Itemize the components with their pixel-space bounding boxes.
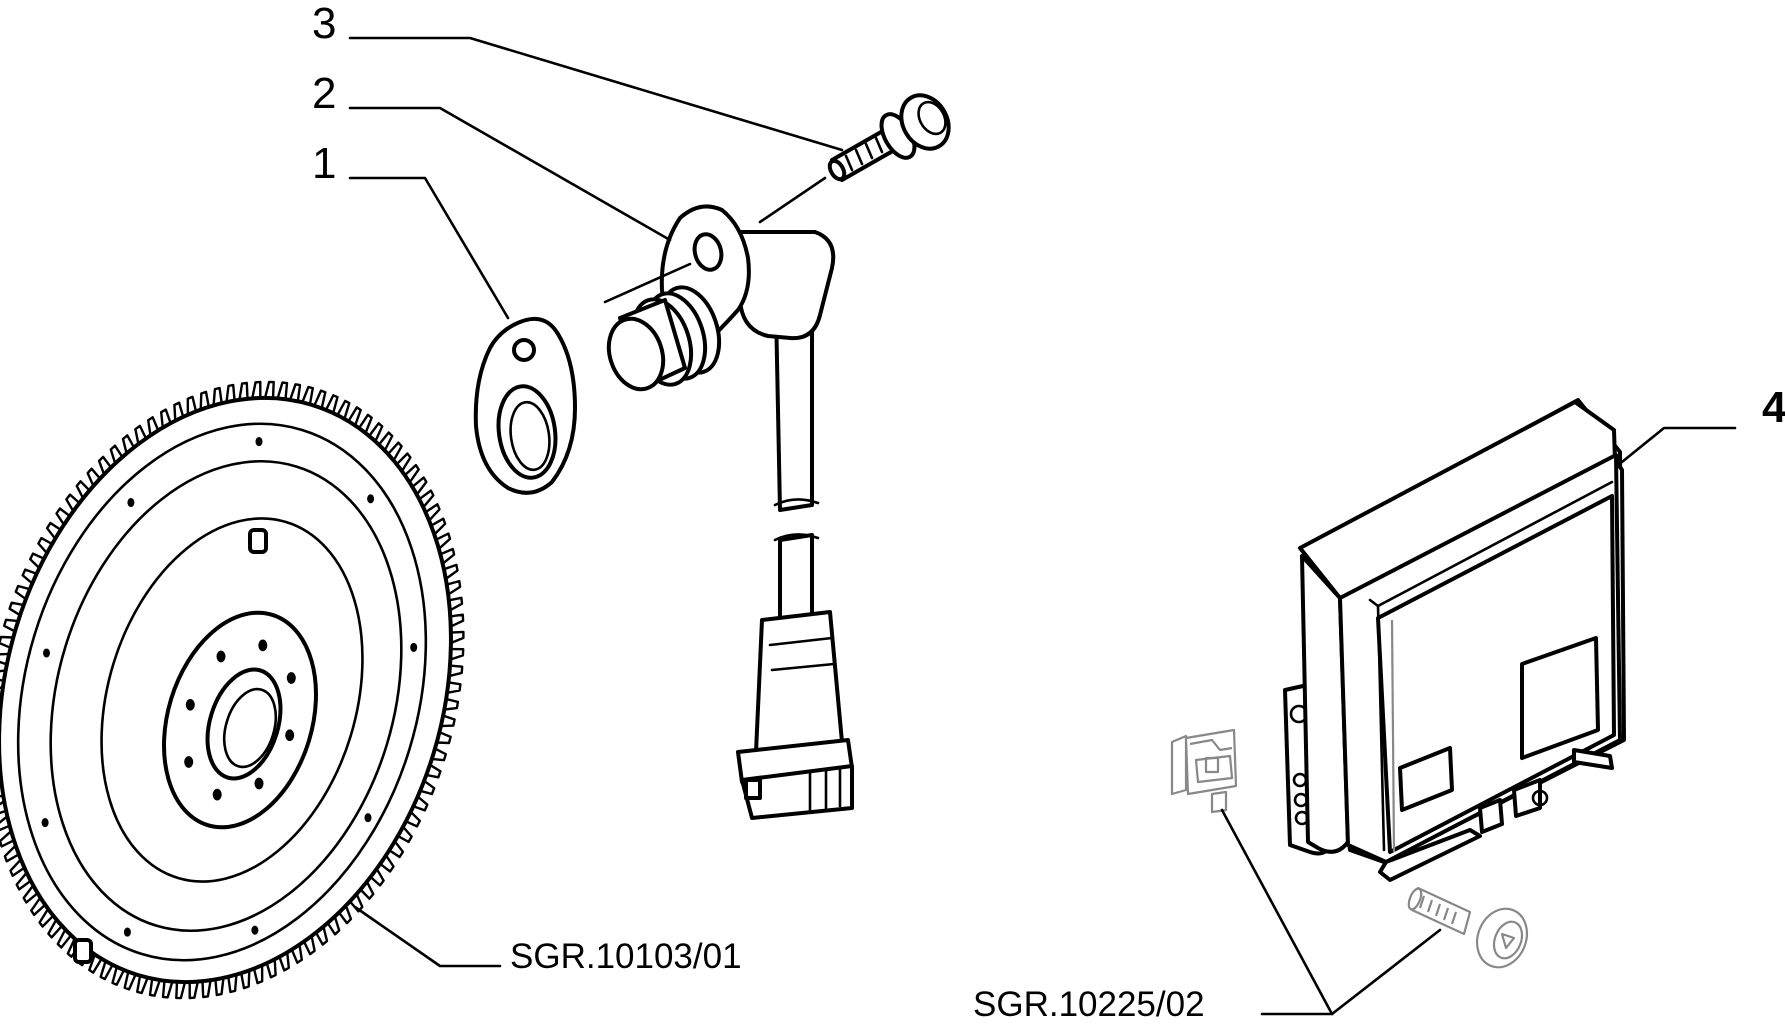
ecu-mounting-clip[interactable] — [1170, 728, 1238, 814]
flywheel-bolt-holes — [41, 437, 418, 937]
ecu-mounting-screw[interactable] — [1406, 886, 1535, 975]
flywheel-dowel-pin — [73, 938, 93, 964]
flywheel[interactable] — [0, 341, 521, 1035]
washer-leader-line — [348, 176, 510, 320]
reference-sgr-10103-01[interactable]: SGR.10103/01 — [510, 937, 742, 976]
screw-leader-line — [1330, 928, 1442, 1016]
sensor-axis-line — [603, 262, 692, 304]
spacer-washer[interactable] — [473, 317, 577, 495]
callout-4[interactable]: 4 — [1762, 383, 1785, 432]
flywheel-ring-gear — [0, 380, 465, 1000]
bolt-leader-line — [348, 36, 844, 152]
rpm-sensor[interactable] — [600, 204, 854, 820]
sensor-bolt[interactable] — [827, 87, 958, 182]
ecu-leader-line — [1620, 426, 1737, 464]
engine-control-unit[interactable] — [1283, 398, 1626, 882]
flywheel-leader-line — [353, 905, 502, 968]
callout-1[interactable]: 1 — [312, 139, 336, 188]
reference-sgr-10225-02[interactable]: SGR.10225/02 — [973, 985, 1205, 1024]
callout-3[interactable]: 3 — [312, 0, 336, 48]
callout-2[interactable]: 2 — [312, 69, 336, 118]
sensor-leader-line — [348, 106, 672, 242]
flywheel-dowel-pin — [248, 528, 268, 554]
bolt-axis-line — [758, 176, 827, 224]
